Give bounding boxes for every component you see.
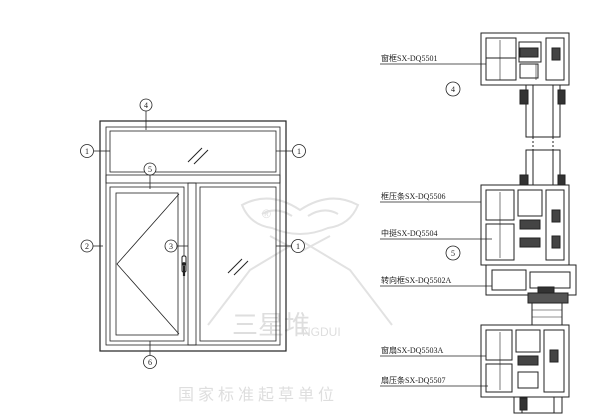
outer-frame [99,120,287,352]
callout-1-right-bottom: 1 [291,239,305,253]
section-labels: 窗框SX-DQ5501 框压条SX-DQ5506 中挺SX-DQ5504 转向框… [381,53,451,385]
section-adapter-frame [485,264,577,326]
callout-5: 5 [143,162,157,176]
section-callout-4: 4 [445,81,461,97]
label-adapter-frame: 转向框SX-DQ5502A [381,275,451,285]
transom-glass [109,130,277,173]
elevation-leaders [92,111,293,355]
svg-text:6: 6 [148,358,152,367]
section-top-glazing [519,84,566,138]
label-sash-bead: 扇压条SX-DQ5507 [381,375,445,385]
svg-text:1: 1 [296,242,300,251]
watermark-chinese: 三星堆 [232,310,310,340]
watermark-english: NGDUI [302,325,341,339]
svg-text:4: 4 [451,85,455,94]
handle-icon [181,255,187,276]
casement-sash-inner [115,192,179,336]
svg-text:1: 1 [297,147,301,156]
callout-4-top: 4 [139,98,153,112]
callout-1-right-top: 1 [292,144,306,158]
section-mullion-profile [480,184,570,266]
section-sash-profile [480,324,570,398]
svg-text:5: 5 [451,249,455,258]
svg-text:3: 3 [169,242,173,251]
callout-3: 3 [164,239,178,253]
callout-1-left: 1 [80,144,94,158]
section-callout-5: 5 [445,245,461,261]
transom-bar [105,174,281,184]
watermark-footer: 国家标准起草单位 [178,386,338,404]
watermark: ® 三星堆 NGDUI 国家标准起草单位 [178,197,393,404]
callout-6: 6 [143,355,157,369]
section-callouts: 4 5 [445,81,461,261]
label-frame-bead: 框压条SX-DQ5506 [381,191,445,201]
section-glass-pane [519,137,566,190]
fixed-glass [199,186,277,342]
svg-text:5: 5 [148,165,152,174]
section-leaders [380,63,492,387]
label-sash: 窗扇SX-DQ5503A [381,345,443,355]
window-elevation [99,120,287,352]
vertical-mullion [187,182,197,346]
section-bottom-glazing [513,396,563,414]
elevation-callouts: 4 1 1 5 2 3 1 6 [80,98,306,369]
casement-sash [109,186,185,342]
callout-2: 2 [80,239,94,253]
opening-direction-mark [116,193,180,335]
svg-text:2: 2 [85,242,89,251]
section-top-frame [480,32,570,86]
svg-text:1: 1 [85,147,89,156]
label-frame: 窗框SX-DQ5501 [381,53,437,63]
svg-text:4: 4 [144,101,148,110]
watermark-registered: ® [262,207,271,221]
label-mullion: 中挺SX-DQ5504 [381,228,437,238]
